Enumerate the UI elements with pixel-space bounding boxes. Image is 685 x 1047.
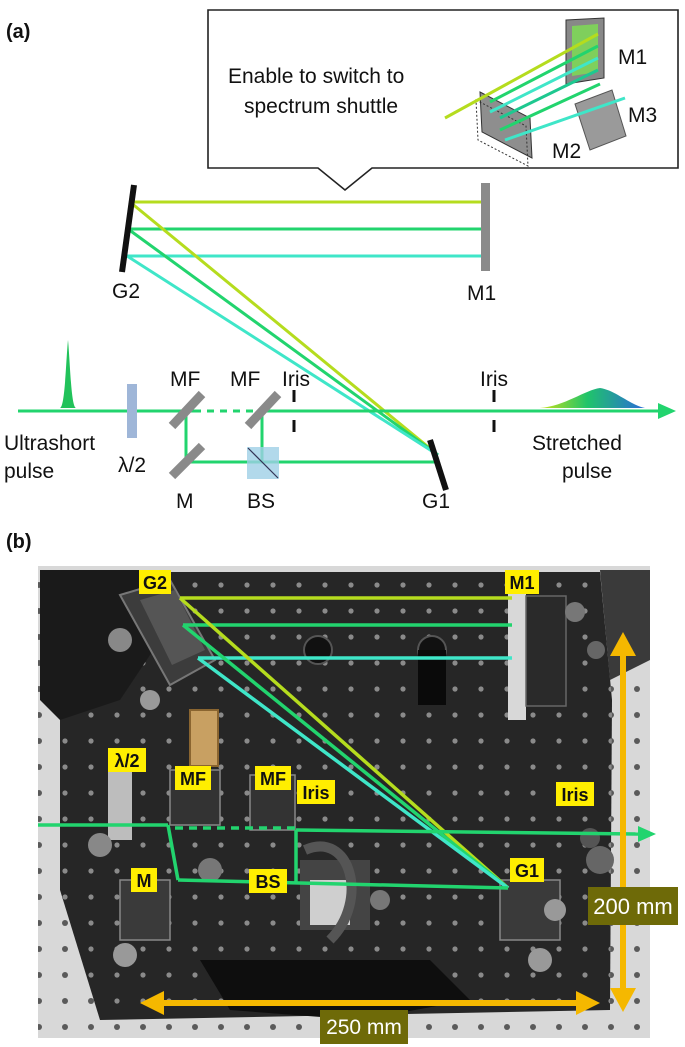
dim-label-width: 250 mm — [326, 1016, 402, 1039]
dim-box-width — [320, 1010, 408, 1044]
svg-text:M: M — [137, 871, 152, 891]
setup-photo — [38, 566, 650, 1038]
tag-m1: M1 — [505, 570, 539, 594]
inset-mirror-m1 — [565, 17, 605, 85]
tag-halfwave: λ/2 — [108, 748, 146, 772]
label-m1: M1 — [467, 282, 496, 305]
stretcher-beams — [126, 200, 486, 457]
tag-mf-left: MF — [175, 766, 211, 790]
tag-iris-right: Iris — [556, 782, 594, 806]
flip-mirror-right — [244, 390, 282, 430]
dim-label-height: 200 mm — [593, 894, 672, 919]
flip-mirror-left — [168, 390, 206, 430]
svg-text:λ/2: λ/2 — [114, 751, 139, 771]
label-input-line1: Ultrashort — [4, 432, 95, 455]
panel-b-label: (b) — [6, 531, 32, 553]
tag-mf-right: MF — [255, 766, 291, 790]
svg-text:BS: BS — [255, 872, 280, 892]
svg-text:G2: G2 — [143, 573, 167, 593]
photo-output-arrow — [638, 826, 656, 842]
label-bs: BS — [247, 490, 275, 513]
grating-g2 — [119, 184, 137, 273]
halfwave-plate — [127, 384, 137, 438]
label-output-line1: Stretched — [532, 432, 622, 455]
tag-bs: BS — [249, 869, 287, 893]
label-halfwave: λ/2 — [118, 454, 146, 477]
input-pulse-icon — [60, 340, 76, 408]
panel-a-label: (a) — [6, 21, 30, 43]
beam-splitter — [247, 447, 279, 479]
svg-text:Iris: Iris — [561, 785, 588, 805]
label-g2: G2 — [112, 280, 140, 303]
inset-label-m2: M2 — [552, 140, 581, 163]
label-iris-left: Iris — [282, 368, 310, 391]
inset-label-m3: M3 — [628, 104, 657, 127]
tag-g1: G1 — [510, 858, 544, 882]
photo-beams — [38, 596, 641, 890]
label-iris-right: Iris — [480, 368, 508, 391]
tag-m: M — [131, 868, 157, 892]
callout-text-line1: Enable to switch to — [228, 65, 404, 88]
output-pulse-icon — [540, 388, 645, 408]
tag-g2: G2 — [139, 570, 171, 594]
mirror-m1 — [481, 183, 490, 271]
svg-text:G1: G1 — [515, 861, 539, 881]
label-mf-left: MF — [170, 368, 200, 391]
dimension-arrow-horizontal — [140, 991, 600, 1015]
label-output-line2: pulse — [562, 460, 612, 483]
dim-box-height — [588, 887, 678, 925]
inset-label-m1: M1 — [618, 46, 647, 69]
label-mf-right: MF — [230, 368, 260, 391]
callout-text-line2: spectrum shuttle — [244, 95, 398, 118]
label-input-line2: pulse — [4, 460, 54, 483]
label-g1: G1 — [422, 490, 450, 513]
inset-beams — [444, 32, 626, 142]
tag-iris-left: Iris — [297, 780, 335, 804]
bypass-beam — [184, 409, 438, 464]
inset-mirror-m2 — [475, 91, 533, 167]
mirror-m — [168, 442, 206, 480]
svg-text:MF: MF — [260, 769, 286, 789]
svg-text:M1: M1 — [509, 573, 534, 593]
label-m: M — [176, 490, 194, 513]
callout-box: Enable to switch to spectrum shuttle M1 … — [207, 9, 679, 192]
main-beam-axis — [18, 403, 676, 419]
grating-g1 — [427, 439, 449, 491]
svg-text:Iris: Iris — [302, 783, 329, 803]
dimension-arrow-vertical — [610, 632, 636, 1012]
svg-text:MF: MF — [180, 769, 206, 789]
inset-mirror-m3 — [574, 89, 627, 151]
